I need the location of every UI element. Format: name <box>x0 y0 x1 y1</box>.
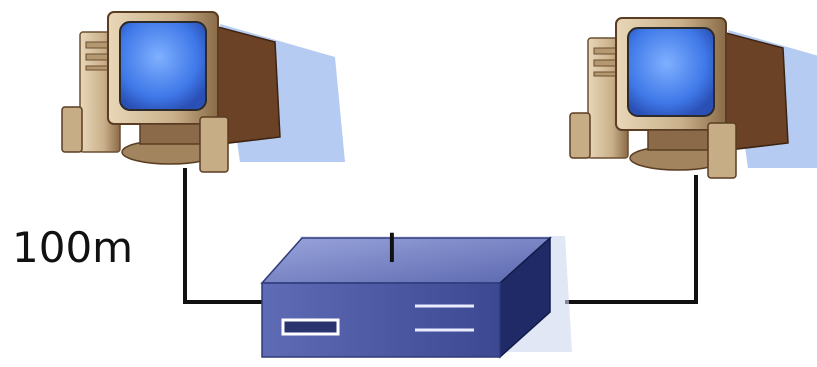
device-label: I <box>386 226 398 272</box>
computer-right-icon <box>569 17 817 179</box>
cable-left <box>183 168 265 304</box>
cable-right <box>565 175 698 304</box>
hub-icon <box>260 236 572 359</box>
cable-length-label: 100m <box>12 223 133 272</box>
computer-left-icon <box>61 11 346 173</box>
